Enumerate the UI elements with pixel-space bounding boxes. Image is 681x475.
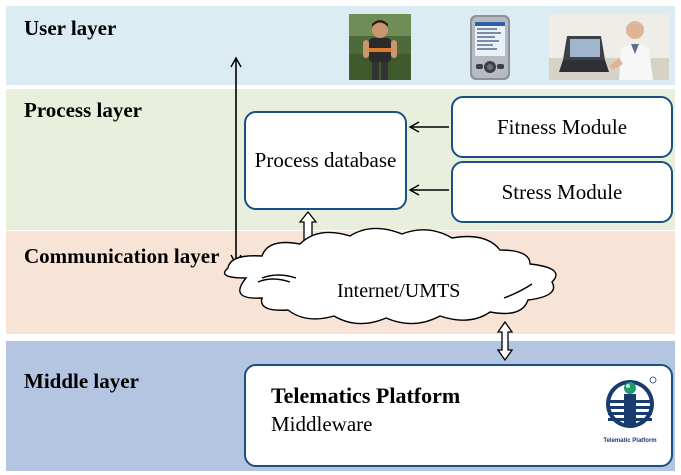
telematics-platform-box: Telematics Platform Middleware — [244, 364, 673, 467]
process-database-box: Process database — [244, 111, 407, 210]
fitness-module-box: Fitness Module — [451, 96, 673, 158]
user-layer-label: User layer — [24, 16, 117, 40]
communication-layer-label: Communication layer — [24, 244, 220, 268]
process-layer-label: Process layer — [24, 98, 142, 122]
internet-umts-label: Internet/UMTS — [337, 280, 461, 302]
internet-cloud — [223, 227, 557, 325]
telematic-platform-logo-text: Telematic Platform — [603, 438, 657, 444]
telematics-platform-title: Telematics Platform — [271, 383, 461, 408]
stress-module-box: Stress Module — [451, 161, 673, 223]
doctor-laptop-image — [549, 14, 669, 80]
middle-layer-label: Middle layer — [24, 369, 139, 393]
middleware-label: Middleware — [271, 412, 373, 436]
pda-device-image — [470, 15, 510, 80]
telematic-platform-logo — [606, 376, 657, 428]
internet-platform-arrow — [496, 320, 514, 362]
runner-avatar-image — [349, 14, 411, 80]
